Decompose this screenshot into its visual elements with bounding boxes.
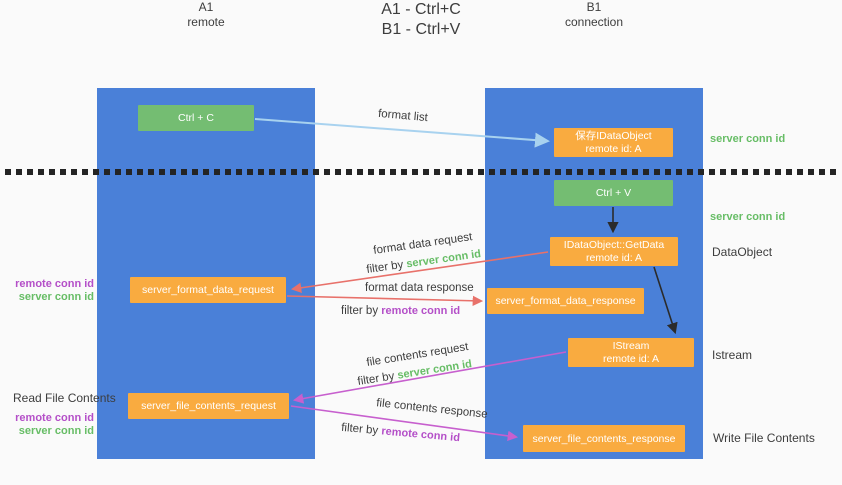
left-conn-id-pair-1: remote conn id server conn id: [0, 278, 94, 304]
title-line-2: B1 - Ctrl+V: [381, 21, 461, 38]
ctrl-c-label: Ctrl + C: [178, 112, 214, 124]
server-file-contents-request-label: server_file_contents_request: [141, 400, 276, 412]
server-file-contents-response-label: server_file_contents_response: [532, 432, 676, 445]
getdata-line2: remote id: A: [585, 251, 643, 264]
left-conn-id-pair-2: remote conn id server conn id: [0, 412, 94, 438]
title-line-1: A1 - Ctrl+C: [381, 1, 461, 18]
server-file-contents-request-node: server_file_contents_request: [128, 393, 289, 419]
right-column-name: B1: [586, 0, 602, 14]
filter-by-text-4: filter by: [340, 421, 379, 438]
server-conn-id-annotation-4: server conn id: [18, 425, 94, 437]
ctrl-v-label: Ctrl + V: [595, 187, 632, 199]
left-column-header: A1 remote: [97, 0, 315, 30]
filter-by-text-2: filter by: [341, 305, 379, 317]
filter-server-conn-id-1: server conn id: [405, 248, 482, 271]
istream-line1: IStream: [612, 339, 650, 352]
filter-remote-conn-id-2: remote conn id: [380, 425, 461, 445]
machine-boundary-divider: [5, 169, 837, 175]
left-column-subtitle: remote: [187, 15, 225, 29]
server-conn-id-annotation-3: server conn id: [18, 291, 94, 303]
ctrl-v-node: Ctrl + V: [554, 180, 673, 206]
format-data-response-filter-label: filter by remote conn id: [341, 305, 460, 317]
getdata-node: IDataObject::GetData remote id: A: [550, 237, 678, 266]
dataobject-annotation: DataObject: [712, 245, 773, 259]
read-file-contents-annotation: Read File Contents: [13, 391, 116, 405]
format-data-response-arrow: [286, 295, 484, 306]
server-file-contents-response-node: server_file_contents_response: [523, 425, 685, 452]
file-contents-response-edge-label: file contents response: [375, 397, 489, 421]
istream-line2: remote id: A: [602, 352, 660, 365]
diagram-title: A1 - Ctrl+C B1 - Ctrl+V: [0, 0, 842, 40]
right-column-header: B1 connection: [485, 0, 703, 30]
server-format-data-response-node: server_format_data_response: [487, 288, 644, 314]
server-format-data-request-label: server_format_data_request: [142, 284, 274, 296]
write-file-contents-annotation: Write File Contents: [713, 431, 815, 445]
server-conn-id-annotation-2: server conn id: [710, 211, 786, 223]
istream-node: IStream remote id: A: [568, 338, 694, 367]
save-idataobject-line1: 保存IDataObject: [575, 129, 652, 142]
remote-conn-id-annotation-2: remote conn id: [15, 412, 94, 424]
format-list-edge-label: format list: [377, 107, 429, 125]
ctrl-c-node: Ctrl + C: [138, 105, 254, 131]
filter-remote-conn-id-1: remote conn id: [381, 305, 461, 317]
server-conn-id-annotation-1: server conn id: [710, 133, 786, 145]
server-format-data-response-label: server_format_data_response: [495, 295, 636, 307]
save-idataobject-node: 保存IDataObject remote id: A: [554, 128, 673, 157]
filter-by-text-1: filter by: [365, 258, 405, 276]
save-idataobject-line2: remote id: A: [585, 142, 642, 155]
format-data-response-edge-label: format data response: [365, 282, 474, 294]
getdata-line1: IDataObject::GetData: [563, 238, 665, 251]
right-column-subtitle: connection: [564, 15, 624, 29]
file-contents-response-filter-label: filter by remote conn id: [341, 422, 461, 444]
left-column-name: A1: [198, 0, 214, 14]
remote-conn-id-annotation-1: remote conn id: [15, 278, 94, 290]
istream-annotation: Istream: [712, 348, 753, 362]
server-format-data-request-node: server_format_data_request: [130, 277, 286, 303]
filter-by-text-3: filter by: [356, 370, 396, 388]
